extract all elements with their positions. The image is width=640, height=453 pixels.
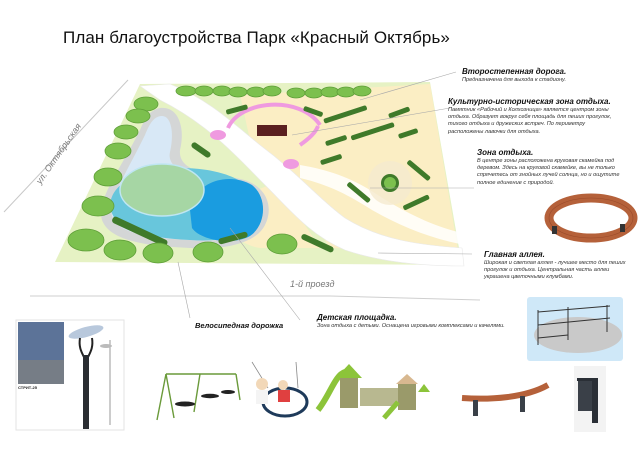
callout-cultural-zone: Культурно-историческая зона отдыха. Памя… [448,97,618,136]
callout-description: Широкая и светлая аллея - лучшее место д… [484,260,626,281]
callout-main-alley: Главная аллея. Широкая и светлая аллея -… [484,250,629,282]
curved-bench-image [461,382,550,416]
street-label-proezd: 1-й проезд [290,279,335,289]
pink-flowerbed-2 [283,159,299,169]
trees [67,85,372,264]
culture-zone-ring [226,102,322,129]
main-alley-path [139,83,465,267]
callout-heading: Зона отдыха. [477,148,534,157]
callout-heading: Второстепенная дорога. [462,67,567,76]
callout-heading: Культурно-историческая зона отдыха. [448,97,611,106]
lamp-model: СТРИТ-25 [18,385,37,390]
callout-description: Памятник «Рабочий и Колхозница» является… [448,107,612,135]
callout-heading: Детская площадка. [317,313,397,322]
street-lamp-image [15,319,125,431]
swing-set-image [156,373,241,421]
callout-rest-zone: Зона отдыха. В центре зоны расположена к… [477,148,627,187]
pond-deep [190,178,264,242]
callout-description: В центре зоны расположена круговая скаме… [477,158,620,186]
pink-flowerbed-1 [210,130,226,140]
callout-description: Предназначена для выхода к стадиону. [462,77,567,83]
page-title: План благоустройства Парк «Красный Октяб… [63,28,450,47]
ring-bench-image [544,193,638,243]
street-line-oktyabrskaya [3,79,129,213]
callout-description: Зона отдыха с детьми. Оснащена игровыми … [317,323,505,329]
callout-secondary-road: Второстепенная дорога. Предназначена для… [462,67,632,84]
fence-image [527,297,623,361]
nest-swing-image [251,361,309,418]
callout-playground: Детская площадка. Зона отдыха с детьми. … [317,313,507,330]
trash-bin-image [574,366,606,432]
lamp-spec-sheet: СТРИТ-25 [18,385,64,390]
monument [257,125,287,136]
callout-heading: Главная аллея. [484,250,545,259]
bike-path-label: Велосипедная дорожка [195,321,284,330]
hedges [112,104,431,253]
sand-area [240,84,458,250]
street-line-proezd [329,295,481,301]
callout-lines [177,71,474,321]
pond-island [119,163,205,217]
play-complex-image [315,364,430,420]
